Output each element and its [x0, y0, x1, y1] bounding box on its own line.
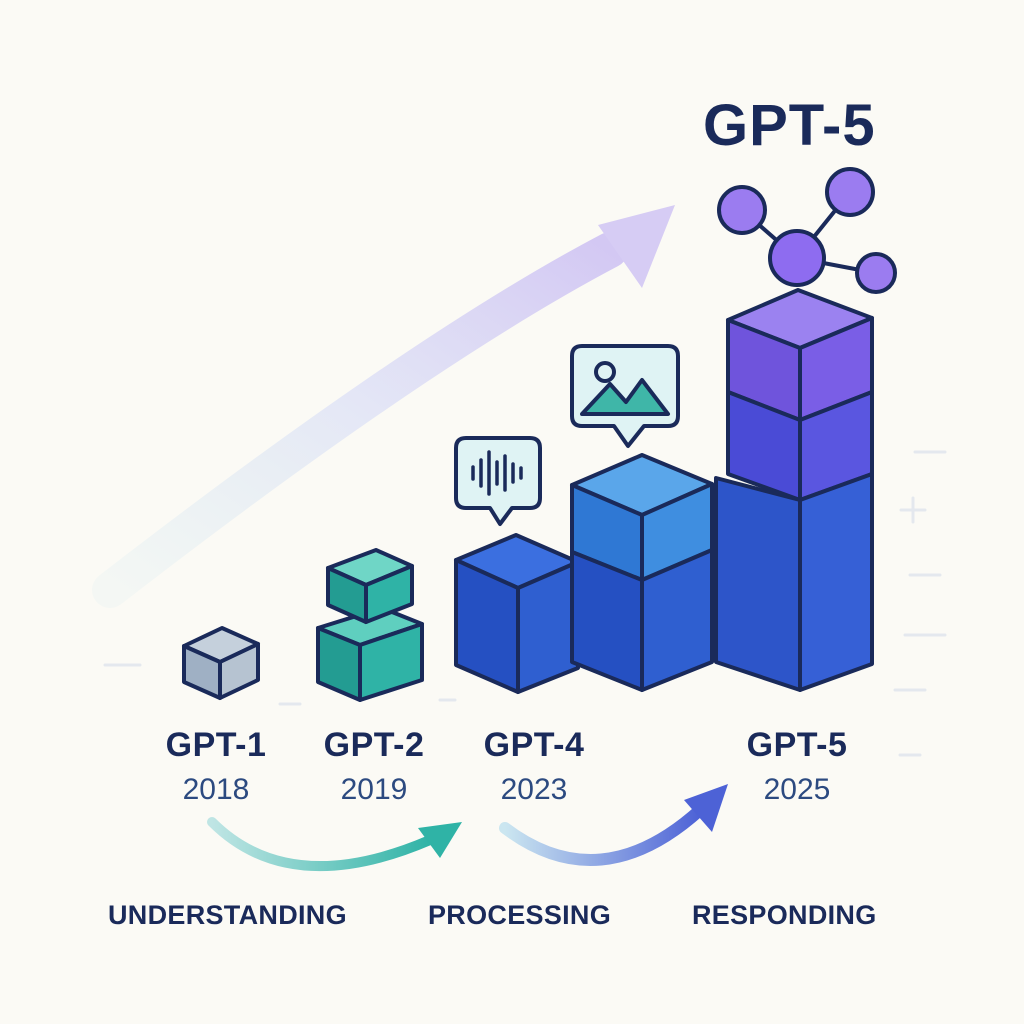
model-name: GPT-4 [483, 726, 585, 764]
model-name: GPT-5 [746, 726, 848, 764]
gpt2-cube-stack [316, 548, 424, 702]
gpt2-label: GPT-2 2019 [274, 726, 474, 807]
model-name: GPT-2 [323, 726, 425, 764]
gpt1-label: GPT-1 2018 [116, 726, 316, 807]
model-name: GPT-1 [165, 726, 267, 764]
stage-understanding: UNDERSTANDING [108, 900, 347, 930]
gpt5-tower [714, 288, 874, 692]
model-year: 2019 [340, 773, 408, 806]
gpt4-label: GPT-4 2023 [434, 726, 634, 807]
audio-waveform-icon [454, 436, 542, 526]
network-nodes-icon [717, 167, 897, 294]
stage-responding: RESPONDING [692, 900, 877, 930]
stage-processing: PROCESSING [428, 900, 612, 930]
growth-arrow [92, 205, 675, 608]
headline-title: GPT-5 [703, 93, 876, 158]
model-year: 2025 [763, 773, 831, 806]
model-year: 2023 [500, 773, 568, 806]
gpt5-label: GPT-5 2025 [697, 726, 897, 807]
gpt1-cube [182, 626, 260, 700]
model-year: 2018 [182, 773, 250, 806]
processing-to-responding-arrow [499, 784, 728, 866]
baseline-dashes [103, 450, 947, 757]
image-icon [570, 344, 680, 448]
gpt4-cube-stack [570, 453, 714, 692]
gpt4-cube [454, 533, 580, 694]
understanding-to-processing-arrow [207, 817, 462, 872]
